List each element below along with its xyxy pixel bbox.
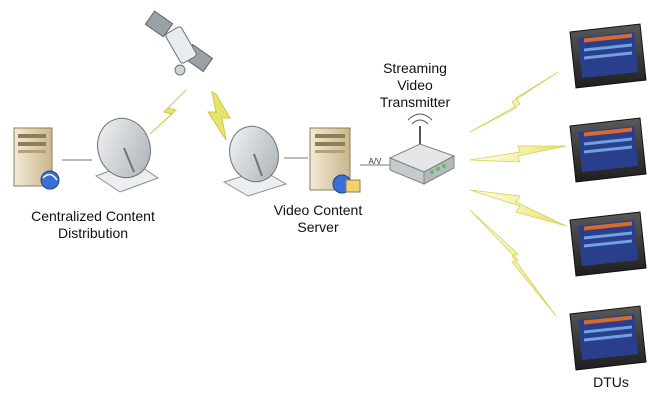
dish-icon <box>222 125 288 197</box>
lightning-icon <box>469 209 557 317</box>
transmitter-label-line2: Video <box>397 77 433 93</box>
lightning-icon <box>149 89 187 135</box>
server-label-line2: Server <box>297 219 339 235</box>
router-icon <box>388 113 456 185</box>
transmitter-label-line3: Transmitter <box>379 94 451 110</box>
monitor-icon <box>569 23 647 89</box>
lightning-icon <box>469 145 567 163</box>
streaming-transmitter-label: Streaming Video Transmitter <box>360 60 470 111</box>
monitor-icon <box>569 117 647 183</box>
monitor-icon <box>569 305 647 371</box>
video-server-label: Video Content Server <box>258 202 378 236</box>
central-label-line2: Distribution <box>57 225 129 241</box>
server-label-line1: Video Content <box>273 202 363 218</box>
lightning-icon <box>207 91 231 141</box>
central-distribution-label: Centralized Content Distribution <box>8 208 178 242</box>
lightning-icon <box>469 71 559 133</box>
av-label: A/V <box>368 157 382 166</box>
central-label-line1: Centralized Content <box>31 208 155 224</box>
monitor-icon <box>569 211 647 277</box>
dish-icon <box>94 117 160 193</box>
server-icon <box>13 127 60 190</box>
lightning-icon <box>469 189 567 227</box>
transmitter-label-line1: Streaming <box>383 60 447 76</box>
satellite-icon <box>144 10 214 76</box>
dtus-label: DTUs <box>593 374 629 390</box>
server-icon <box>309 127 361 194</box>
